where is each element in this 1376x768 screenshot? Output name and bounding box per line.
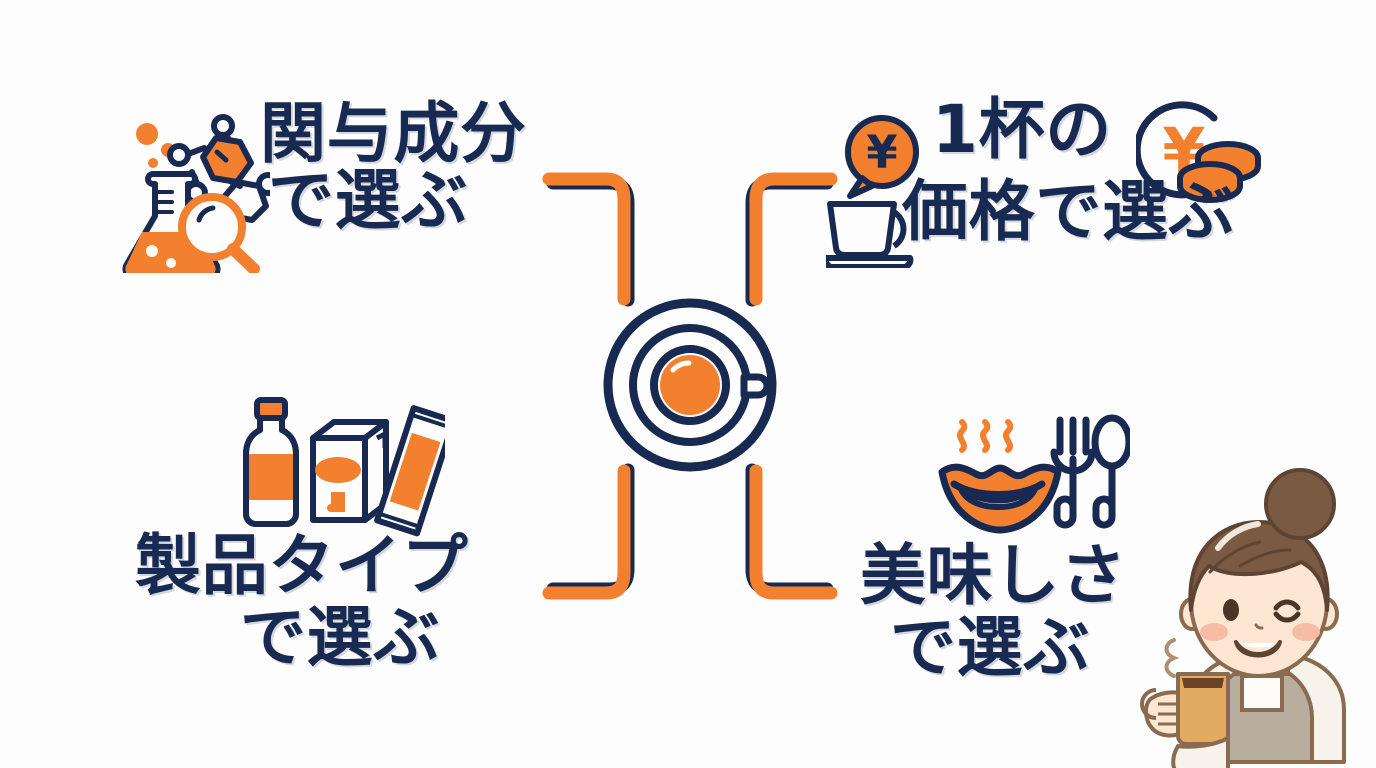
hub-cup-handle bbox=[740, 373, 771, 399]
teeth bbox=[1240, 643, 1276, 648]
carton-straw-flap bbox=[375, 431, 388, 448]
flask-bubble-1 bbox=[146, 245, 158, 257]
yen-speech-bubble: ¥ bbox=[845, 115, 919, 199]
branch-price-line2: 価格で選ぶ bbox=[902, 173, 1236, 250]
branch-ingredient-line2: で選ぶ bbox=[268, 162, 468, 240]
coin-front-side bbox=[1177, 178, 1243, 203]
yen-symbol: ¥ bbox=[866, 126, 897, 179]
hair-strands bbox=[1208, 540, 1292, 574]
coin-stack bbox=[1177, 141, 1261, 203]
smiling-mouth-fork-spoon-icon bbox=[930, 414, 1133, 543]
drink-carton bbox=[310, 419, 389, 523]
woman-with-coffee-mug-illustration bbox=[1140, 468, 1346, 768]
sleeve bbox=[1171, 736, 1230, 768]
bubble-large bbox=[136, 123, 158, 145]
mug-coffee bbox=[1182, 678, 1224, 688]
stick-pack-band bbox=[389, 432, 441, 511]
carton-logo bbox=[315, 457, 361, 483]
hair-shine bbox=[1215, 521, 1261, 551]
branch-ingredient-text: 関与成分 で選ぶ bbox=[260, 100, 527, 235]
eye-left bbox=[1223, 599, 1239, 621]
mouth bbox=[1234, 640, 1282, 658]
hair-bun bbox=[1264, 468, 1336, 540]
carton-mark bbox=[327, 492, 345, 512]
hexagon-inner-mark bbox=[214, 149, 229, 163]
bubble-circle bbox=[845, 115, 919, 189]
connector-main-group bbox=[542, 172, 838, 600]
steam-lines bbox=[957, 419, 1014, 453]
carton-top bbox=[310, 419, 389, 441]
mug-steam bbox=[1164, 638, 1180, 678]
branch-type-line2: で選ぶ bbox=[240, 599, 440, 676]
bottle-label bbox=[246, 454, 296, 500]
branch-taste-line1: 美味しさ bbox=[860, 537, 1127, 614]
connector-top-right bbox=[749, 172, 838, 306]
pet-bottle bbox=[243, 397, 299, 527]
fork-icon bbox=[1050, 416, 1096, 529]
bottle-carton-stick-icon bbox=[230, 392, 457, 541]
spoon-icon bbox=[1091, 414, 1133, 529]
flask-bubble-2 bbox=[166, 258, 176, 268]
teeth bbox=[957, 484, 1039, 510]
cheek-left bbox=[1200, 623, 1228, 641]
hub-coffee-highlight bbox=[670, 360, 692, 373]
mug-handle bbox=[1140, 688, 1157, 720]
magnifying-glass bbox=[178, 193, 260, 275]
flask-molecule-magnifier-icon bbox=[120, 108, 280, 281]
yen-coins-icon: ¥ bbox=[1133, 100, 1261, 209]
connector-top-left bbox=[542, 172, 631, 306]
branch-type-line1: 製品タイプ bbox=[135, 527, 469, 604]
connector-bottom-right bbox=[749, 464, 838, 600]
eye-right-wink bbox=[1273, 599, 1301, 623]
cheek-right bbox=[1292, 623, 1320, 641]
connector-bottom-left bbox=[542, 464, 631, 600]
coin-arc bbox=[1133, 101, 1218, 199]
branch-price-line1: 1杯の bbox=[932, 91, 1112, 168]
coffee-cup-yen-bubble-icon: ¥ bbox=[822, 108, 926, 272]
bottle-cap bbox=[254, 397, 288, 421]
bubble-tail bbox=[847, 175, 875, 199]
stick-pack bbox=[374, 405, 457, 537]
flask-graduations bbox=[156, 190, 174, 214]
smiling-mouth bbox=[938, 463, 1062, 534]
nose bbox=[1254, 623, 1264, 630]
bubble-small bbox=[148, 158, 158, 168]
coffee-cup-top-view-icon bbox=[603, 298, 777, 472]
apron-bib-inner bbox=[1240, 674, 1284, 712]
coffee-cup-saucer bbox=[822, 201, 914, 270]
branch-taste-line2: で選ぶ bbox=[890, 609, 1090, 686]
branch-ingredient-line1: 関与成分 bbox=[260, 95, 527, 172]
stick-pack-serration bbox=[378, 412, 453, 529]
